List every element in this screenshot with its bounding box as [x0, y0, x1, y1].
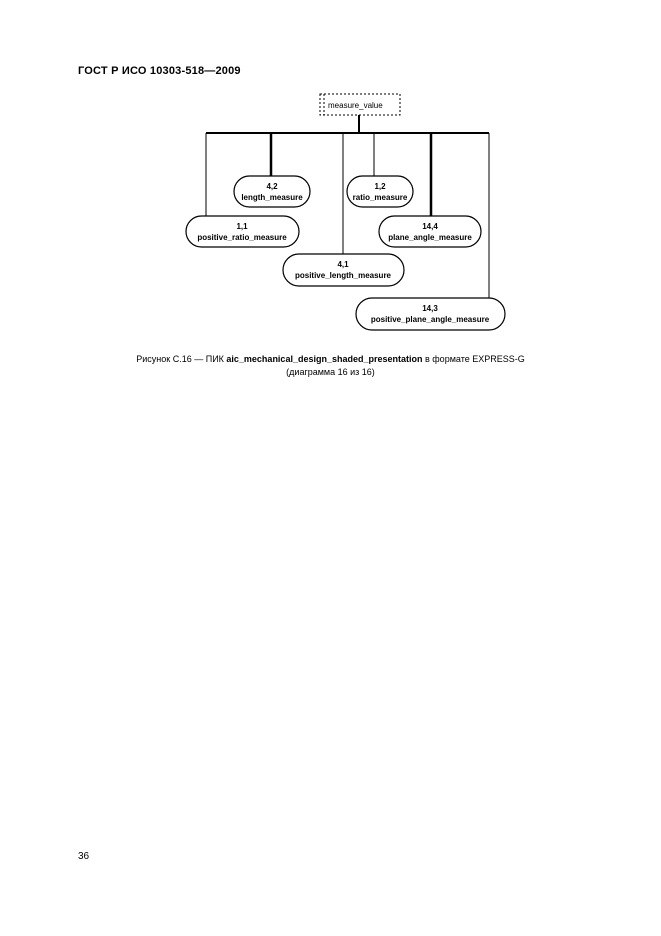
node-plane-angle-measure: 14,4 plane_angle_measure	[378, 215, 482, 248]
node-name: length_measure	[241, 193, 303, 202]
node-ref: 1,1	[236, 222, 248, 231]
caption-suffix: в формате EXPRESS-G	[422, 354, 525, 364]
root-node-label: measure_value	[328, 101, 383, 110]
node-length-measure: 4,2 length_measure	[233, 175, 311, 208]
node-positive-length-measure: 4,1 positive_length_measure	[282, 253, 405, 287]
root-node: measure_value	[319, 93, 401, 116]
node-name: positive_ratio_measure	[197, 233, 287, 242]
node-name: positive_plane_angle_measure	[371, 315, 490, 324]
node-ratio-measure: 1,2 ratio_measure	[346, 175, 414, 208]
figure-caption-subtitle: (диаграмма 16 из 16)	[286, 367, 375, 377]
figure-caption: Рисунок С.16 — ПИК aic_mechanical_design…	[0, 353, 661, 365]
caption-schema-name: aic_mechanical_design_shaded_presentatio…	[226, 354, 423, 364]
caption-prefix: Рисунок С.16 — ПИК	[136, 354, 227, 364]
document-header: ГОСТ Р ИСО 10303-518—2009	[78, 65, 241, 77]
node-positive-ratio-measure: 1,1 positive_ratio_measure	[185, 215, 300, 248]
node-name: plane_angle_measure	[388, 233, 472, 242]
connector-lines	[205, 115, 490, 298]
express-g-diagram: measure_value 4,2 length_measure 1,2 rat…	[185, 93, 506, 331]
node-ref: 4,1	[337, 260, 349, 269]
node-ref: 4,2	[266, 182, 278, 191]
node-name: positive_length_measure	[295, 271, 392, 280]
node-name: ratio_measure	[353, 193, 408, 202]
node-ref: 14,4	[422, 222, 438, 231]
node-positive-plane-angle-measure: 14,3 positive_plane_angle_measure	[355, 297, 506, 331]
node-ref: 14,3	[422, 304, 438, 313]
page-number: 36	[78, 851, 90, 862]
node-ref: 1,2	[374, 182, 386, 191]
